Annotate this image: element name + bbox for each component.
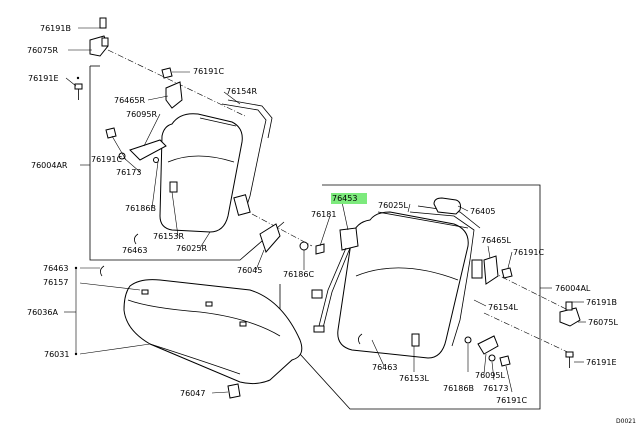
label-76191E-left[interactable]: 76191E — [28, 74, 59, 83]
diagram-code: D0021 — [616, 418, 636, 425]
label-76173-right[interactable]: 76173 — [483, 384, 508, 393]
label-76191C-right[interactable]: 76191C — [513, 248, 544, 257]
label-76031[interactable]: 76031 — [44, 350, 69, 359]
label-76186B-right[interactable]: 76186B — [443, 384, 474, 393]
bolt-76191C-top — [161, 67, 173, 79]
label-76095L[interactable]: 76095L — [475, 371, 505, 380]
clip-76186C — [299, 241, 309, 251]
bolt-76191C-bottom — [499, 355, 511, 367]
label-76047[interactable]: 76047 — [180, 389, 205, 398]
seatback-right — [159, 99, 273, 233]
label-76463-cushion[interactable]: 76463 — [43, 264, 68, 273]
bolt-76191C-left — [105, 127, 117, 139]
label-76025R[interactable]: 76025R — [176, 244, 207, 253]
hinge-76075L — [559, 307, 581, 327]
label-76075R[interactable]: 76075R — [27, 46, 58, 55]
label-76045[interactable]: 76045 — [237, 266, 262, 275]
bolt-76191B-top — [99, 17, 107, 29]
bracket-76465L — [483, 255, 499, 285]
label-76036A[interactable]: 76036A — [27, 308, 58, 317]
label-76153L[interactable]: 76153L — [399, 374, 429, 383]
label-76463-bottom[interactable]: 76463 — [372, 363, 397, 372]
seatback-left — [337, 205, 483, 359]
label-76465L[interactable]: 76465L — [481, 236, 511, 245]
label-76191C-left[interactable]: 76191C — [91, 155, 122, 164]
bolt-76191C-right — [501, 267, 513, 279]
clip-76463-cushion — [100, 265, 105, 277]
label-76453[interactable]: 76453 — [332, 194, 357, 203]
bolt-76191E-right — [565, 351, 574, 368]
label-76181[interactable]: 76181 — [311, 210, 336, 219]
label-76191B-right[interactable]: 76191B — [586, 298, 617, 307]
label-76191B-top[interactable]: 76191B — [40, 24, 71, 33]
seat-belt-76453 — [311, 227, 359, 333]
label-76095R[interactable]: 76095R — [126, 110, 157, 119]
highlight-76453 — [331, 193, 367, 204]
label-76157[interactable]: 76157 — [43, 278, 68, 287]
bolt-76191E-left — [74, 83, 83, 100]
hinge-76075R — [89, 35, 109, 57]
label-76463-left[interactable]: 76463 — [122, 246, 147, 255]
hinge-76045 — [259, 223, 281, 253]
leader-lines — [64, 27, 586, 394]
assembly-line-top — [107, 49, 246, 117]
label-76154L[interactable]: 76154L — [488, 303, 518, 312]
bracket-76465R — [165, 81, 183, 109]
assembly-line-right — [483, 312, 575, 356]
label-76191E-right[interactable]: 76191E — [586, 358, 617, 367]
label-76004AR[interactable]: 76004AR — [31, 161, 68, 170]
label-76191C-top[interactable]: 76191C — [193, 67, 224, 76]
clip-76181 — [315, 243, 325, 255]
label-76004AL[interactable]: 76004AL — [555, 284, 591, 293]
label-76173-left[interactable]: 76173 — [116, 168, 141, 177]
label-76075L[interactable]: 76075L — [588, 318, 618, 327]
bracket-76095R — [129, 139, 167, 161]
label-76153R[interactable]: 76153R — [153, 232, 184, 241]
bolt-76047 — [227, 383, 241, 399]
headrest-76405 — [433, 197, 461, 215]
label-76191C-bottom[interactable]: 76191C — [496, 396, 527, 405]
seat-cushion-76031 — [123, 279, 303, 385]
label-76154R[interactable]: 76154R — [226, 87, 257, 96]
label-76405[interactable]: 76405 — [470, 207, 495, 216]
label-76186C[interactable]: 76186C — [283, 270, 314, 279]
clip-76463-bottom — [358, 333, 363, 345]
label-76465R[interactable]: 76465R — [114, 96, 145, 105]
nut-76173-right — [488, 354, 496, 362]
label-76186B-left[interactable]: 76186B — [125, 204, 156, 213]
bolt-76191B-right — [565, 301, 573, 311]
label-76025L[interactable]: 76025L — [378, 201, 408, 210]
clip-76186B-right — [464, 336, 472, 344]
clip-76186B-left — [153, 157, 159, 163]
bracket-76095L — [477, 335, 499, 355]
clip-76463-left — [134, 233, 139, 245]
